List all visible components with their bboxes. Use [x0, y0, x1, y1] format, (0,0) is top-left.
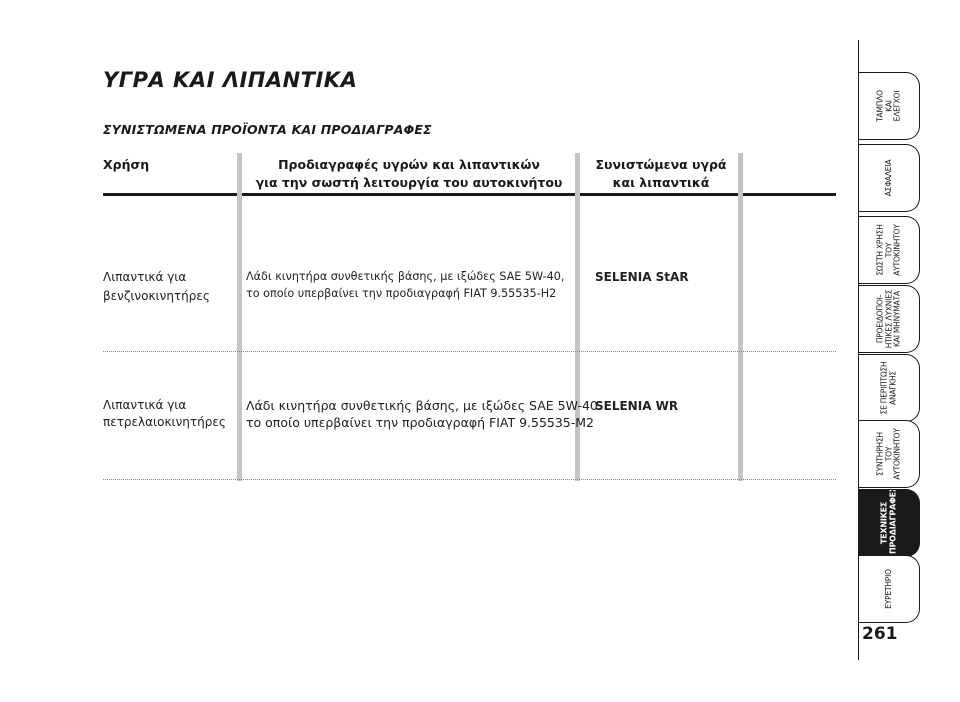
tab-label: ΣΥΝΤΗΡΗΣΗ ΤΟΥ ΑΥΤΟΚΙΝΗΤΟΥ [875, 428, 902, 480]
row-divider [103, 351, 836, 352]
tab-dashboard-controls[interactable]: ΤΑΜΠΛΟ ΚΑΙ ΕΛΕΓΧΟΙ [859, 72, 920, 140]
page-number: 261 [862, 624, 898, 644]
tab-technical-specifications[interactable]: ΤΕΧΝΙΚΕΣ ΠΡΟΔΙΑΓΡΑΦΕΣ [859, 489, 920, 557]
row-usage: Λιπαντικά για βενζινοκινητήρες [103, 268, 210, 306]
tab-label: ΠΡΟΕΙΔΟΠΟΙ- ΗΤΙΚΕΣ ΛΥΧΝΙΕΣ ΚΑΙ ΜΗΝΥΜΑΤΑ [875, 289, 902, 349]
row-divider [103, 479, 836, 480]
tab-index[interactable]: ΕΥΡΕΤΗΡΙΟ [859, 555, 920, 623]
row-usage: Λιπαντικά για πετρελαιοκινητήρες [103, 397, 226, 431]
row-specification: Λάδι κινητήρα συνθετικής βάσης, με ιξώδε… [246, 397, 598, 431]
column-divider [237, 153, 242, 481]
tab-label: ΕΥΡΕΤΗΡΙΟ [883, 569, 893, 609]
header-rec-line2: και λιπαντικά [612, 175, 710, 190]
row-spec-line2: το οποίο υπερβαίνει την προδιαγραφή FIAT… [246, 415, 595, 430]
sidebar-edge [858, 40, 859, 660]
tab-label: ΑΣΦΑΛΕΙΑ [883, 159, 893, 197]
tab-correct-use[interactable]: ΣΩΣΤΗ ΧΡΗΣΗ ΤΟΥ ΑΥΤΟΚΙΝΗΤΟΥ [859, 216, 920, 284]
tab-label: ΣΩΣΤΗ ΧΡΗΣΗ ΤΟΥ ΑΥΤΟΚΙΝΗΤΟΥ [875, 224, 902, 276]
header-spec-line1: Προδιαγραφές υγρών και λιπαντικών [278, 157, 540, 172]
row-spec-line1: Λάδι κινητήρα συνθετικής βάσης, με ιξώδε… [246, 398, 598, 413]
tab-maintenance[interactable]: ΣΥΝΤΗΡΗΣΗ ΤΟΥ ΑΥΤΟΚΙΝΗΤΟΥ [859, 420, 920, 488]
header-divider [103, 193, 836, 196]
row-recommended-product: SELENIA StAR [595, 270, 689, 284]
row-specification: Λάδι κινητήρα συνθετικής βάσης, με ιξώδε… [246, 268, 564, 302]
row-usage-line1: Λιπαντικά για [103, 398, 187, 412]
row-usage-line2: πετρελαιοκινητήρες [103, 415, 226, 429]
page-title: ΥΓΡΑ ΚΑΙ ΛΙΠΑΝΤΙΚΑ [103, 68, 358, 92]
column-divider [575, 153, 580, 481]
row-usage-line2: βενζινοκινητήρες [103, 289, 210, 303]
header-specifications: Προδιαγραφές υγρών και λιπαντικών για τη… [250, 156, 568, 192]
tab-label: ΤΕΧΝΙΚΕΣ ΠΡΟΔΙΑΓΡΑΦΕΣ [879, 489, 898, 554]
header-spec-line2: για την σωστή λειτουργία του αυτοκινήτου [255, 175, 563, 190]
header-rec-line1: Συνιστώμενα υγρά [595, 157, 727, 172]
row-spec-line1: Λάδι κινητήρα συνθετικής βάσης, με ιξώδε… [246, 270, 565, 283]
tab-warning-lights[interactable]: ΠΡΟΕΙΔΟΠΟΙ- ΗΤΙΚΕΣ ΛΥΧΝΙΕΣ ΚΑΙ ΜΗΝΥΜΑΤΑ [859, 285, 920, 353]
tab-emergency[interactable]: ΣΕ ΠΕΡΙΠΤΩΣΗ ΑΝΑΓΚΗΣ [859, 354, 920, 422]
tab-safety[interactable]: ΑΣΦΑΛΕΙΑ [859, 144, 920, 212]
row-spec-line2: το οποίο υπερβαίνει την προδιαγραφή FIAT… [246, 287, 557, 300]
row-usage-line1: Λιπαντικά για [103, 270, 187, 284]
header-usage: Χρήση [103, 157, 150, 172]
header-recommended: Συνιστώμενα υγρά και λιπαντικά [588, 156, 734, 192]
tab-label: ΣΕ ΠΕΡΙΠΤΩΣΗ ΑΝΑΓΚΗΣ [879, 361, 898, 415]
tab-label: ΤΑΜΠΛΟ ΚΑΙ ΕΛΕΓΧΟΙ [875, 90, 902, 122]
section-subtitle: ΣΥΝΙΣΤΩΜΕΝΑ ΠΡΟΪΟΝΤΑ ΚΑΙ ΠΡΟΔΙΑΓΡΑΦΕΣ [103, 122, 432, 137]
column-divider [738, 153, 743, 481]
row-recommended-product: SELENIA WR [595, 399, 679, 413]
